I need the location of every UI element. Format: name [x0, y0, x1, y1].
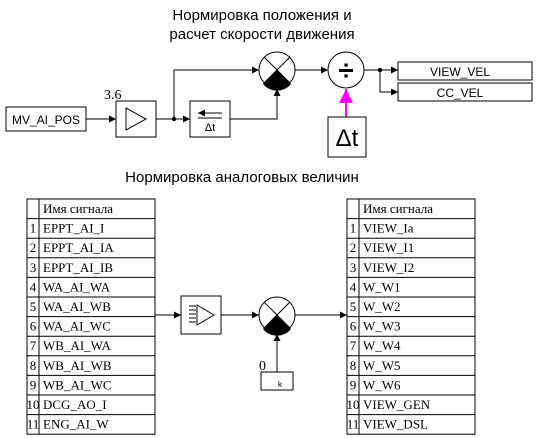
table-row-name: EPPT_AI_I	[43, 221, 104, 236]
table-row-num: 1	[30, 221, 37, 236]
normalization-block[interactable]	[180, 295, 222, 335]
table-row-num: 7	[350, 338, 357, 353]
wire-dt-to-mult	[230, 89, 281, 120]
multiplier-block-bottom[interactable]	[258, 296, 296, 336]
table-row-num: 3	[30, 260, 37, 275]
table-row-name: EPPT_AI_IA	[43, 240, 114, 255]
table-row-num: 9	[30, 377, 37, 392]
input-label: MV_AI_POS	[12, 113, 80, 127]
table-row-name: W_W5	[363, 358, 401, 373]
table-row-name: WA_AI_WC	[43, 319, 111, 334]
multiplier-block-top[interactable]	[258, 51, 296, 91]
table-row-num: 3	[350, 260, 357, 275]
right_table-header: Имя сигнала	[363, 201, 433, 216]
table-row-num: 4	[30, 279, 37, 294]
table-row-name: WA_AI_WA	[43, 279, 111, 294]
left_table-header: Имя сигнала	[43, 201, 113, 216]
table-row-num: 10	[27, 397, 40, 412]
table-row-name: W_W6	[363, 377, 401, 392]
divider-block[interactable]: ÷	[327, 51, 365, 89]
gain-triangle-icon	[125, 107, 148, 131]
norm-triangle-icon	[196, 304, 215, 326]
table-row-num: 11	[347, 417, 360, 432]
k-label: k	[278, 380, 283, 389]
table-row-name: W_W3	[363, 319, 401, 334]
table-row-num: 6	[30, 319, 37, 334]
table-row-num: 10	[347, 397, 360, 412]
multiplier-sector	[263, 70, 291, 91]
table-row-name: VIEW_DSL	[363, 417, 428, 432]
left-signal-table: Имя сигнала 1 EPPT_AI_I 2 EPPT_AI_IA 3 EPPT_AI…	[26, 198, 156, 435]
divide-icon: ÷	[338, 55, 353, 86]
table-row-name: WB_AI_WB	[43, 358, 112, 373]
wire-junction-to-mult	[173, 66, 259, 119]
table-row-num: 8	[350, 358, 357, 373]
table-row-name: W_W4	[363, 338, 401, 353]
table-row-name: VIEW_GEN	[363, 397, 431, 412]
table-row-num: 6	[350, 319, 357, 334]
table-row-name: VIEW_I2	[363, 260, 414, 275]
table-row-num: 9	[350, 377, 357, 392]
table-row-name: DCG_AO_I	[43, 397, 107, 412]
output-block-view-vel[interactable]: VIEW_VEL	[397, 61, 533, 81]
delta-t-constant-block[interactable]: Δt	[327, 116, 367, 158]
table-row-num: 7	[30, 338, 37, 353]
k-constant-block[interactable]: k	[260, 371, 294, 391]
table-row-num: 4	[350, 279, 357, 294]
gain-block[interactable]	[115, 100, 157, 138]
output-block-cc-vel[interactable]: CC_VEL	[397, 82, 533, 102]
table-row-num: 5	[350, 299, 357, 314]
k-value: 0	[259, 359, 266, 374]
input-block-mv-ai-pos[interactable]: MV_AI_POS	[5, 106, 87, 132]
table-row-num: 2	[350, 240, 357, 255]
delta-t-label: Δt	[336, 125, 359, 152]
table-row-name: VIEW_I1	[363, 240, 414, 255]
derivative-dt-label: Δt	[205, 122, 215, 134]
gain-value: 3.6	[104, 88, 122, 103]
multiplier-sector-bottom	[263, 315, 291, 336]
table-row-num: 11	[27, 417, 40, 432]
top-title-line1: Нормировка положения и	[172, 7, 351, 24]
table-row-name: W_W2	[363, 299, 401, 314]
table-row-name: WA_AI_WB	[43, 299, 111, 314]
table-row-name: W_W1	[363, 279, 401, 294]
table-row-num: 8	[30, 358, 37, 373]
output-label-1: VIEW_VEL	[430, 65, 490, 79]
wire-to-cc-vel	[379, 70, 398, 96]
output-label-2: CC_VEL	[437, 86, 484, 100]
table-row-name: WB_AI_WA	[43, 338, 111, 353]
right-signal-table: Имя сигнала 1 VIEW_Ia 2 VIEW_I1 3 VIEW_I2 4 W_W1…	[346, 198, 476, 435]
table-row-num: 1	[350, 221, 357, 236]
bottom-title: Нормировка аналоговых величин	[125, 169, 359, 186]
table-row-num: 5	[30, 299, 37, 314]
table-row-name: EPPT_AI_IB	[43, 260, 113, 275]
table-row-num: 2	[30, 240, 37, 255]
derivative-block[interactable]: Δt	[189, 100, 231, 138]
table-row-name: VIEW_Ia	[363, 221, 414, 236]
top-title-line2: расчет скорости движения	[169, 26, 354, 43]
table-row-name: ENG_AI_W	[43, 417, 109, 432]
table-row-name: WB_AI_WC	[43, 377, 112, 392]
